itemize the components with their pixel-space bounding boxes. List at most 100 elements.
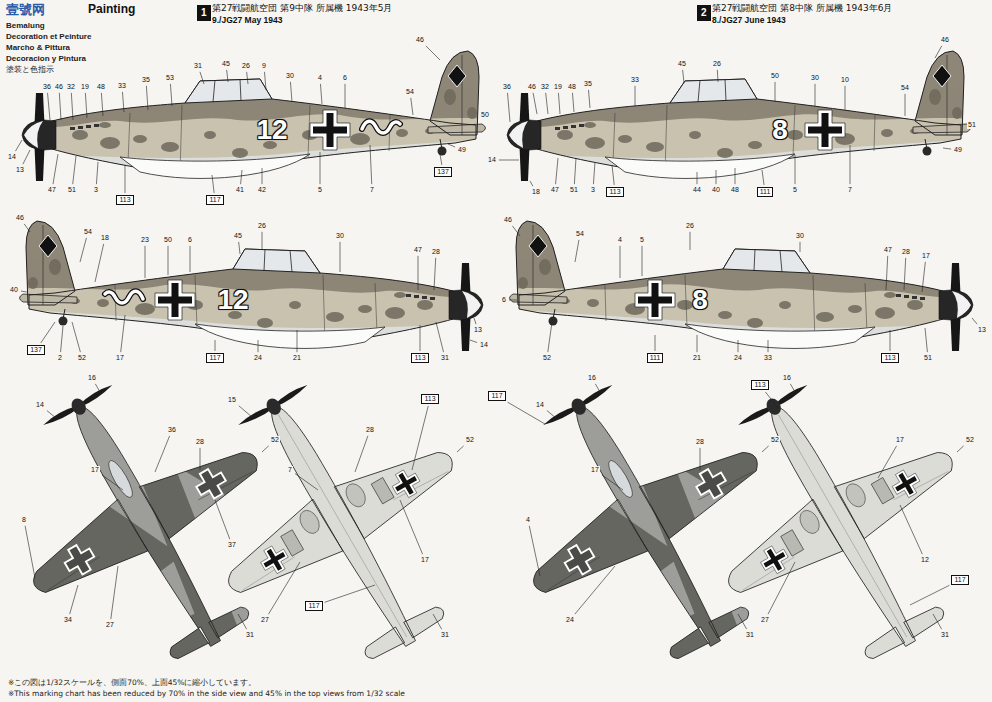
callout-number: 111 (650, 354, 661, 362)
leader-line (325, 585, 375, 602)
boxed-callout: 113 (411, 353, 428, 363)
leader-line (635, 86, 636, 106)
leader-line (904, 258, 906, 290)
leader-line (370, 145, 372, 184)
callout-number: 14 (35, 401, 45, 409)
callout-number: 33 (117, 82, 127, 90)
leader-line (247, 72, 248, 84)
leader-line (440, 154, 442, 165)
leader-line (155, 436, 170, 472)
bottom-view (159, 335, 521, 702)
boxed-callout: 137 (434, 167, 452, 177)
leader-line (850, 145, 851, 184)
leader-line (125, 165, 126, 193)
callout-number: 36 (167, 426, 177, 434)
callout-number: 27 (260, 616, 270, 624)
callout-number: 16 (782, 374, 792, 382)
callout-number: 6 (342, 74, 348, 82)
boxed-callout: 137 (27, 345, 45, 355)
aircraft-number: 12 (256, 115, 287, 146)
leader-line (145, 246, 146, 278)
leader-line (102, 475, 123, 490)
leader-line (96, 162, 98, 184)
callout-number: 14 (7, 153, 17, 161)
leader-line (262, 232, 263, 250)
leader-line (457, 446, 464, 452)
leader-line (738, 614, 747, 629)
leader-line (697, 335, 698, 352)
leader-line (24, 224, 30, 232)
boxed-callout: 117 (305, 601, 322, 611)
leader-line (264, 72, 266, 90)
side-profile (495, 35, 975, 195)
leader-line (800, 242, 801, 252)
leader-line (558, 93, 560, 114)
callout-number: 49 (953, 146, 963, 154)
leader-line (790, 384, 795, 392)
leader-line (239, 242, 240, 254)
callout-number: 36 (42, 83, 52, 91)
callout-number: 9 (261, 62, 267, 70)
callout-number: 52 (465, 436, 475, 444)
callout-number: 53 (165, 74, 175, 82)
leader-line (925, 328, 927, 352)
side-view (495, 35, 975, 195)
balkenkreuz (692, 464, 731, 503)
leader-line (815, 84, 816, 106)
leader-line (215, 340, 216, 351)
balkenkreuz (310, 110, 350, 150)
callout-number: 35 (583, 80, 593, 88)
leader-line (738, 340, 739, 352)
callout-number: 44 (692, 186, 702, 194)
leader-line (85, 93, 87, 118)
callout-number: 34 (63, 616, 73, 624)
leader-line (886, 256, 888, 290)
leader-line (258, 340, 259, 352)
leader-line (59, 93, 61, 120)
callout-number: 24 (733, 354, 743, 362)
callout-number: 48 (567, 83, 577, 91)
balkenkreuz (635, 280, 675, 320)
side-view (15, 205, 495, 365)
callout-number: 51 (67, 186, 77, 194)
callout-number: 35 (141, 76, 151, 84)
leader-line (574, 158, 576, 184)
callout-number: 47 (47, 186, 57, 194)
scheme-subheading: 8./JG27 June 1943 (712, 16, 786, 25)
callout-number: 111 (760, 188, 771, 196)
callout-number: 31 (440, 631, 450, 639)
leader-line (795, 155, 796, 184)
leader-line (290, 82, 292, 102)
leader-line (499, 160, 519, 161)
leader-line (530, 181, 533, 186)
leader-line (700, 448, 701, 470)
leader-line (215, 500, 230, 539)
callout-number: 26 (241, 62, 251, 70)
leader-line (295, 474, 318, 490)
side-profile (505, 205, 985, 365)
callout-number: 31 (440, 354, 450, 362)
leader-line (239, 406, 252, 417)
callout-number: 137 (437, 168, 449, 176)
leader-line (845, 86, 846, 110)
leader-line (200, 448, 201, 470)
callout-number: 17 (921, 252, 931, 260)
callout-number: 21 (292, 354, 302, 362)
boxed-callout: 117 (488, 391, 505, 401)
language-heading: Decoracion y Pintura (6, 55, 86, 64)
scheme-heading: 第27戦闘航空団 第8中隊 所属機 1943年6月 (712, 4, 892, 14)
callout-number: 17 (90, 466, 100, 474)
leader-line (620, 246, 621, 278)
boxed-callout: 113 (751, 380, 768, 390)
callout-number: 5 (792, 186, 798, 194)
leader-line (683, 70, 684, 83)
callout-number: 51 (923, 354, 933, 362)
gruppe-wave (105, 291, 143, 303)
leader-line (95, 244, 104, 282)
plan-view (659, 335, 992, 702)
callout-number: 5 (639, 236, 645, 244)
leader-line (73, 156, 76, 184)
callout-number: 54 (900, 84, 910, 92)
callout-number: 28 (431, 248, 441, 256)
